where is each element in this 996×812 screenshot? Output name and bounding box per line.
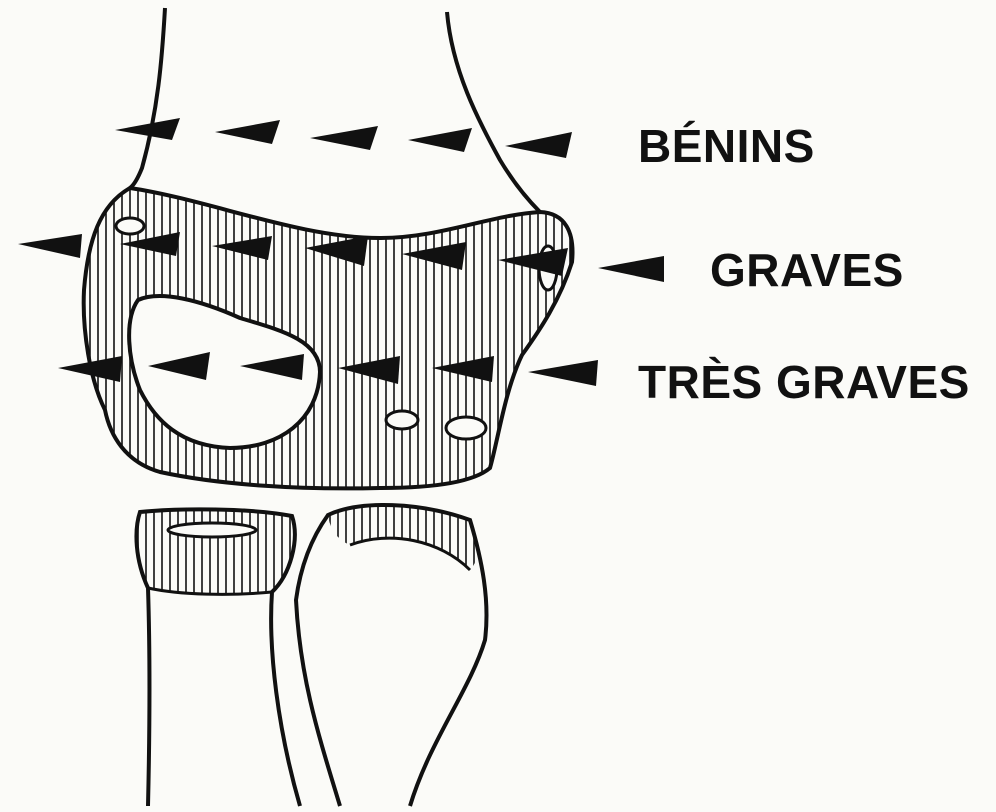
arrow-icon xyxy=(18,234,82,258)
arrow-icon xyxy=(215,120,280,144)
radius-nucleus xyxy=(168,523,256,537)
arrow-icon xyxy=(598,256,664,282)
label-benins: BÉNINS xyxy=(638,120,815,172)
label-tres-graves: TRÈS GRAVES xyxy=(638,356,970,408)
humerus-shaft-left-edge xyxy=(130,8,165,188)
humerus-shaft-right-edge xyxy=(447,12,540,212)
arrow-icon xyxy=(115,118,180,140)
arrows-benins xyxy=(115,118,572,158)
nucleus-bottom-1 xyxy=(386,411,418,429)
nucleus-upper-left xyxy=(116,218,144,234)
arrow-icon xyxy=(505,132,572,158)
arrow-icon xyxy=(528,360,598,386)
nucleus-bottom-2 xyxy=(446,417,486,439)
arrow-icon xyxy=(408,128,472,152)
arrow-icon xyxy=(310,126,378,150)
label-graves: GRAVES xyxy=(710,244,904,296)
